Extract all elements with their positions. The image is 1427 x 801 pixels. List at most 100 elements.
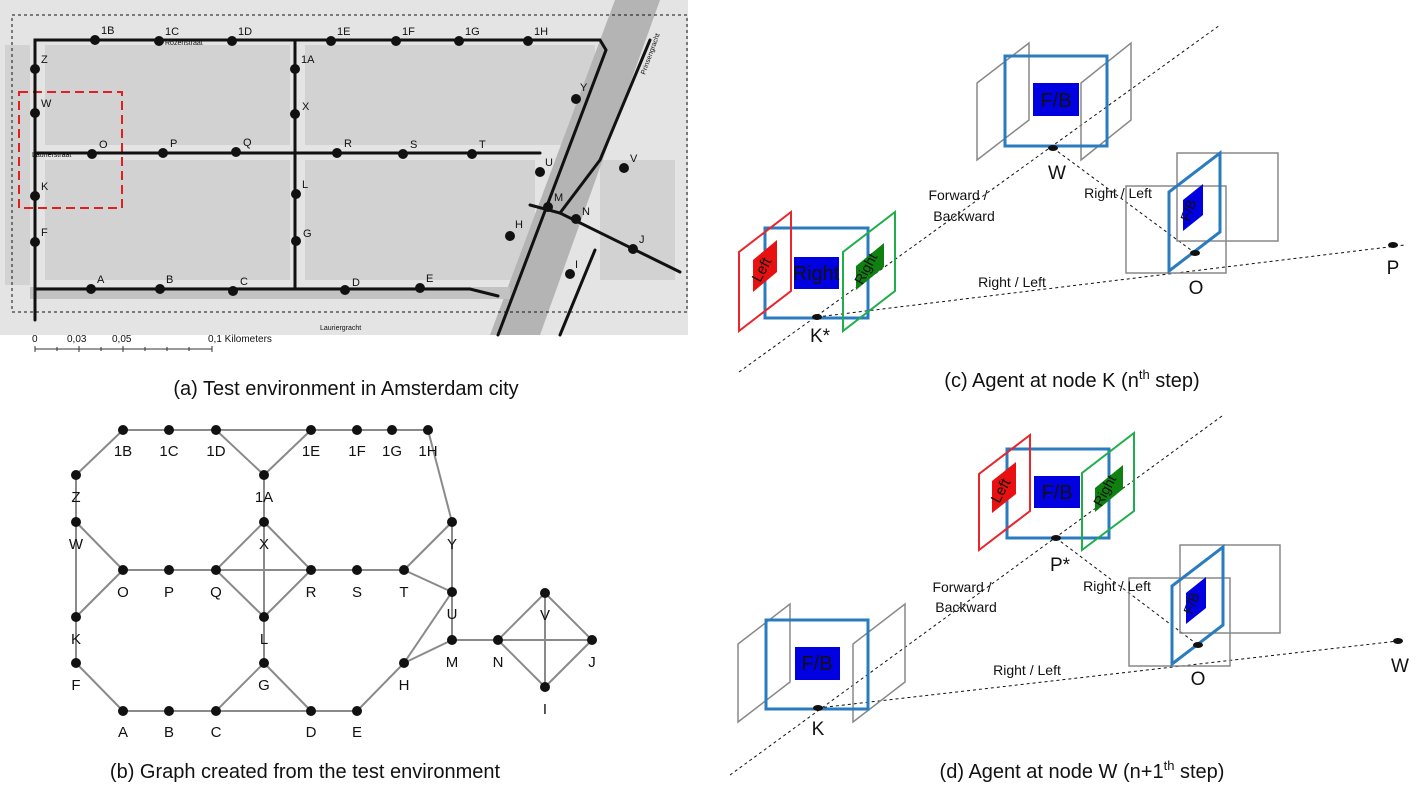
graph-node-label-s: S	[352, 584, 362, 601]
edge-label-po-d: Right / Left	[1083, 578, 1151, 594]
graph-edge-w-o	[75, 521, 124, 571]
node-w-d	[1393, 638, 1403, 644]
graph-edge-g-d	[263, 662, 312, 712]
street-label-rozenstraat: Rozenstraat	[165, 40, 203, 47]
map-node-1d	[227, 36, 237, 46]
map-node-label-l: L	[302, 179, 308, 191]
graph-node-j	[587, 635, 597, 645]
map-node-g	[291, 236, 301, 246]
edge-label-backward-d: Backward	[935, 599, 996, 615]
graph-node-b	[164, 706, 174, 716]
graph-node-p	[164, 565, 174, 575]
map-node-label-1f: 1F	[402, 26, 415, 38]
map-node-label-k: K	[41, 181, 49, 193]
fb-label-w: F/B	[1040, 90, 1071, 112]
graph-node-s	[352, 565, 362, 575]
map-node-label-1a: 1A	[301, 54, 315, 66]
map-node-1c	[154, 36, 164, 46]
graph-node-v	[540, 588, 550, 598]
graph-node-r	[306, 565, 316, 575]
map-node-label-q: Q	[243, 137, 252, 149]
right-box-p	[1095, 465, 1123, 512]
selection-box	[18, 91, 123, 209]
graph-node-label-a: A	[118, 724, 128, 741]
map-node-v	[619, 163, 629, 173]
graph-node-label-d: D	[306, 724, 317, 741]
graph-node-label-1f: 1F	[348, 443, 366, 460]
edge-k-o-c	[816, 244, 1406, 318]
graph-node-label-z: Z	[71, 489, 80, 506]
graph-edge-g-c	[215, 662, 265, 712]
graph-node-label-m: M	[446, 654, 459, 671]
map-node-o	[87, 149, 97, 159]
graph-edge-l-q	[215, 569, 265, 618]
graph-edge-z-1b	[75, 429, 124, 476]
node-label-k-d: K	[812, 719, 825, 740]
view-right-gray-w	[1080, 41, 1132, 162]
graph-edge-n-v	[497, 592, 546, 641]
map-node-1e	[326, 36, 336, 46]
graph-node-label-y: Y	[447, 536, 457, 553]
map-roads	[33, 38, 682, 337]
graph-edge-1h-y	[427, 429, 453, 523]
map-node-x	[290, 109, 300, 119]
graph-node-label-f: F	[71, 677, 80, 694]
map-node-1b	[90, 35, 100, 45]
graph-node-label-q: Q	[210, 584, 222, 601]
graph-node-e	[352, 706, 362, 716]
node-label-pstar-d: P*	[1050, 555, 1071, 576]
map-node-label-p: P	[170, 138, 177, 150]
graph-edge-o-k	[75, 569, 124, 618]
view-side-o	[1167, 149, 1222, 275]
map-road	[33, 287, 500, 298]
view-left-gray-k	[737, 602, 791, 724]
map-node-e	[415, 283, 425, 293]
node-label-o-d: O	[1191, 669, 1206, 690]
scale-tick-003: 0,03	[67, 334, 87, 345]
fb-label-p: F/B	[1041, 482, 1072, 504]
view-right-p	[1081, 430, 1135, 552]
graph-node-label-b: B	[164, 724, 174, 741]
map-node-label-n: N	[582, 206, 590, 218]
graph-node-label-t: T	[399, 584, 408, 601]
graph-edge-l-r	[263, 569, 312, 618]
node-label-p-c: P	[1387, 258, 1400, 279]
graph-node-o	[118, 565, 128, 575]
edge-k-o-d	[817, 640, 1399, 709]
node-p-c	[1388, 242, 1398, 248]
graph-node-label-1h: 1H	[418, 443, 437, 460]
map-road	[558, 248, 597, 337]
map-node-label-r: R	[344, 138, 352, 150]
map-road	[33, 38, 608, 337]
view-left-k	[738, 209, 792, 334]
map-node-d	[340, 285, 350, 295]
graph-node-label-e: E	[352, 724, 362, 741]
map-node-label-h: H	[515, 219, 523, 231]
scale-tick-0: 0	[32, 334, 38, 345]
map-node-1g	[454, 36, 464, 46]
view-side-o-d	[1170, 543, 1225, 668]
graph-node-u	[447, 587, 457, 597]
graph-edge-e-h	[356, 662, 405, 712]
graph-node-label-x: X	[259, 536, 269, 553]
map-node-label-1h: 1H	[534, 26, 548, 38]
graph-edge-f-a	[75, 662, 124, 712]
graph-edge-x-r	[263, 521, 312, 571]
map-node-p	[158, 148, 168, 158]
fb-label-o-d: F/B	[1180, 590, 1202, 616]
panel-c: F/B Left Right Right F/B W O P K* Forwar…	[738, 24, 1406, 392]
map-node-r	[332, 148, 342, 158]
scale-tick-005: 0,05	[112, 334, 132, 345]
map-node-label-e: E	[426, 273, 433, 285]
map-node-label-m: M	[554, 192, 563, 204]
node-o-c	[1190, 250, 1200, 256]
street-label-laurierstraat: Laurierstraat	[32, 152, 71, 159]
graph-node-label-1d: 1D	[206, 443, 225, 460]
graph-edge-x-q	[215, 521, 265, 571]
graph-node-1d	[211, 425, 221, 435]
map-node-1a	[290, 64, 300, 74]
map-node-label-s: S	[410, 139, 417, 151]
fb-box-o	[1183, 184, 1203, 231]
